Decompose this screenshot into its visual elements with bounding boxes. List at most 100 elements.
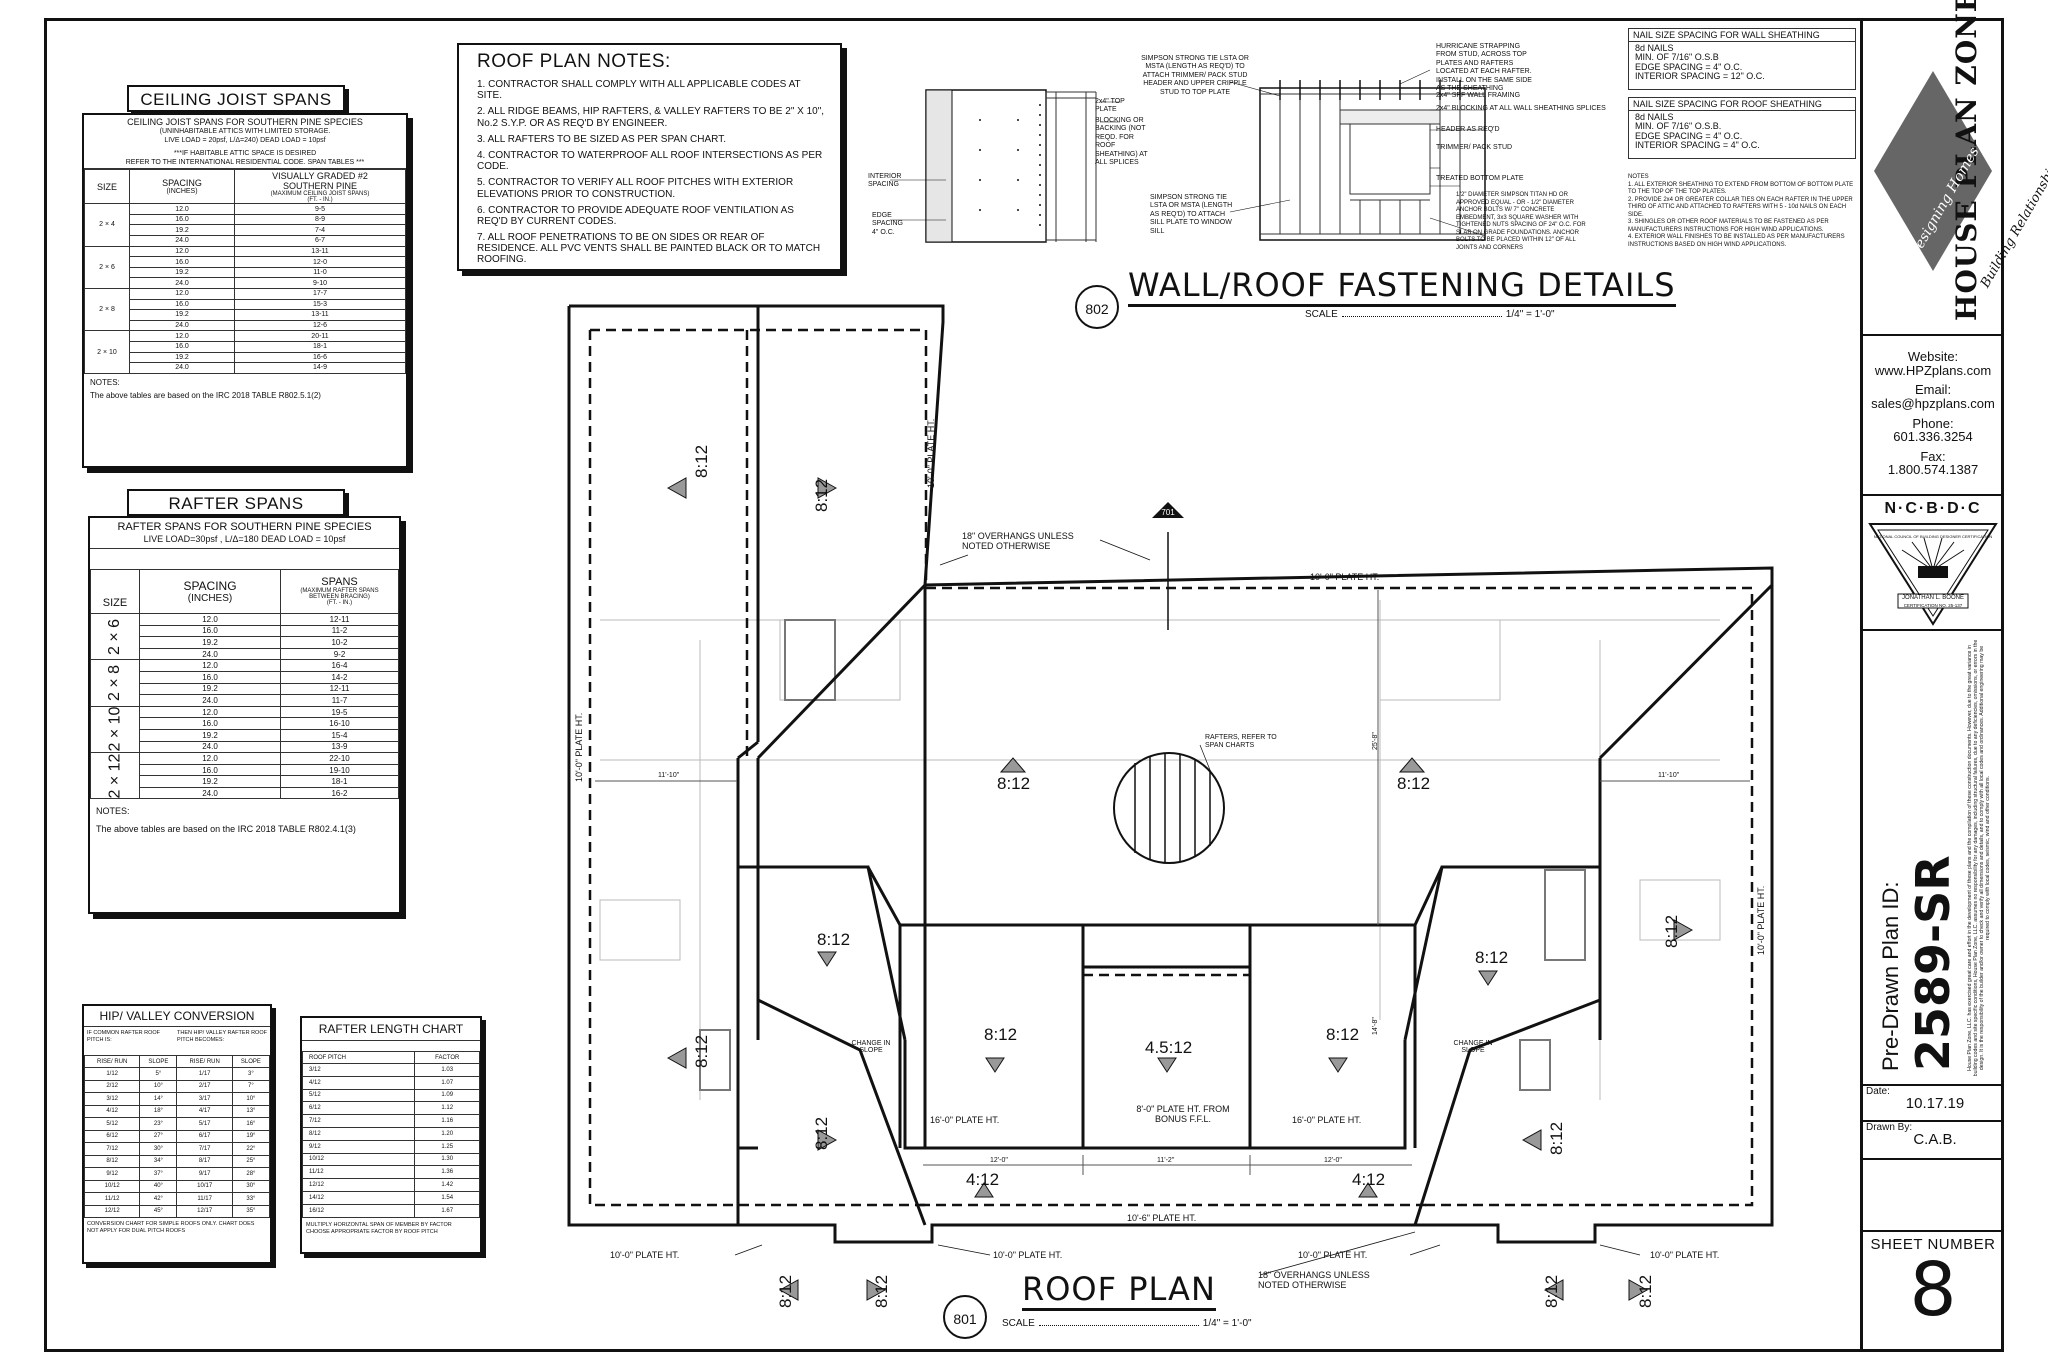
ceiling-joist-caption: CEILING JOIST SPANS	[127, 85, 345, 112]
pitch-label: 8:12	[1397, 774, 1431, 793]
roof-plan-scale-label: SCALE	[1002, 1318, 1035, 1329]
cj-header-4: ***IF HABITABLE ATTIC SPACE IS DESIRED	[173, 149, 317, 157]
cj-span: 18-1	[234, 340, 406, 353]
rs-col-spacing-sub: (INCHES)	[187, 592, 233, 604]
plate-height-label: 10'-0" PLATE HT.	[926, 418, 936, 488]
rs-col-spacing: SPACING	[183, 578, 237, 593]
cj-span: 16-6	[234, 351, 406, 364]
rs-span: 16-10	[280, 717, 399, 730]
bonus-plate-label: 8'-0" PLATE HT. FROM BONUS F.F.L.	[1136, 1104, 1230, 1125]
date-label: Date:	[1866, 1086, 1890, 1097]
ncbdc-full: NATIONAL COUNCIL OF BUILDING DESIGNER CE…	[1873, 534, 1993, 539]
rs-spacing: 24.0	[139, 694, 281, 707]
rs-span: 16-4	[280, 659, 399, 672]
rs-span: 12-11	[280, 613, 399, 626]
fastening-note: 2. PROVIDE 2x4 OR GREATER COLLAR TIES ON…	[1628, 196, 1853, 218]
cj-header-5: REFER TO THE INTERNATIONAL RESIDENTIAL C…	[125, 158, 365, 166]
fd-spf: 2x4" SPF WALL FRAMING	[1436, 92, 1521, 99]
cj-span: 13-11	[234, 309, 406, 321]
hip-valley-table: HIP/ VALLEY CONVERSION IF COMMON RAFTER …	[82, 1004, 272, 1264]
phone-label: Phone:	[1912, 415, 1954, 431]
fd-simpson2: SIMPSON STRONG TIE LSTA OR MSTA (LENGTH …	[1150, 194, 1233, 235]
fd-interior-spacing: INTERIOR SPACING	[868, 173, 902, 189]
roof-plan-notes: ROOF PLAN NOTES: 1. CONTRACTOR SHALL COM…	[457, 43, 842, 271]
cj-size: 2 × 6	[99, 263, 115, 271]
rs-span: 12-11	[280, 682, 399, 696]
hip-valley-caption: HIP/ VALLEY CONVERSION	[84, 1006, 270, 1027]
fd-simpson1: SIMPSON STRONG TIE LSTA OR MSTA (LENGTH …	[1141, 55, 1249, 96]
nail-wall-line: MIN. OF 7/16" O.S.B	[1635, 52, 1719, 63]
roof-note-item: 4. CONTRACTOR TO WATERPROOF ALL ROOF INT…	[477, 149, 823, 173]
rs-span: 16-2	[280, 786, 399, 800]
roof-notes-title: ROOF PLAN NOTES:	[477, 51, 671, 72]
rs-col-spans-sub: (MAXIMUM RAFTER SPANS	[300, 588, 379, 595]
change-in-slope-left: CHANGE IN SLOPE	[851, 1040, 891, 1054]
overhang-note-top: 18" OVERHANGS UNLESS NOTED OTHERWISE	[962, 531, 1074, 551]
rs-spacing: 16.0	[139, 670, 281, 684]
pitch-label: 8:12	[1662, 914, 1681, 948]
rs-span: 15-4	[280, 728, 399, 742]
hv-cell: 12/12	[83, 1204, 141, 1218]
overhang-note-bottom: 18" OVERHANGS UNLESS NOTED OTHERWISE	[1258, 1270, 1370, 1290]
email-link[interactable]: sales@hpzplans.com	[1871, 395, 1995, 411]
rs-notes-text: The above tables are based on the IRC 20…	[96, 823, 356, 834]
hv-cell: 6/12	[83, 1129, 141, 1143]
pitch-label: 8:12	[872, 1274, 891, 1308]
date-block: Date: 10.17.19	[1862, 1086, 2004, 1122]
roof-note-item: 3. ALL RAFTERS TO BE SIZED AS PER SPAN C…	[477, 133, 726, 145]
disclaimer: House Plan Zone, LLC. has exercised grea…	[1967, 639, 1991, 1077]
rs-col-spans: SPANS	[321, 576, 358, 589]
sheet-number: 8	[1909, 1247, 1957, 1333]
website-link[interactable]: www.HPZplans.com	[1874, 362, 1992, 378]
rs-spacing: 24.0	[139, 647, 281, 661]
fd-blocking2: 2x4" BLOCKING AT ALL WALL SHEATHING SPLI…	[1436, 105, 1606, 112]
rl-footer: MULTIPLY HORIZONTAL SPAN OF MEMBER BY FA…	[306, 1221, 452, 1235]
nail-wall-line: INTERIOR SPACING = 12" O.C.	[1635, 71, 1765, 82]
fastening-note: 4. EXTERIOR WALL FINISHES TO BE INSTALLE…	[1628, 234, 1845, 248]
hv-left-head: IF COMMON RAFTER ROOF PITCH IS:	[87, 1030, 161, 1044]
hv-c1: RISE/ RUN	[83, 1055, 141, 1068]
hv-c4: SLOPE	[231, 1055, 271, 1068]
dimension-label: 14'-8"	[1372, 1017, 1379, 1035]
plate-height-label: 10'-0" PLATE HT.	[1650, 1250, 1720, 1260]
pitch-label: 4.5:12	[1145, 1038, 1193, 1057]
pitch-label: 8:12	[812, 1116, 831, 1150]
rs-span: 18-1	[280, 775, 399, 788]
rafter-spans-table: RAFTER SPANS FOR SOUTHERN PINE SPECIES L…	[88, 516, 401, 914]
plate-height-label: 10'-0" PLATE HT.	[1310, 572, 1380, 582]
roof-note-item: 5. CONTRACTOR TO VERIFY ALL ROOF PITCHES…	[477, 177, 794, 200]
dimension-label: 11'-10"	[658, 772, 680, 779]
fd-blocking: BLOCKING OR BACKING (NOT REQD. FOR ROOF …	[1095, 117, 1148, 166]
cj-span: 9-10	[234, 277, 406, 289]
cj-col-spacing: SPACING	[162, 178, 202, 189]
rs-span: 9-2	[280, 647, 399, 661]
fax-number: 1.800.574.1387	[1887, 462, 1979, 478]
cj-notes-text: The above tables are based on the IRC 20…	[90, 390, 321, 400]
drawn-by-block: Drawn By: C.A.B.	[1862, 1122, 2004, 1160]
cj-span: 12-6	[234, 319, 406, 332]
nail-wall-title: NAIL SIZE SPACING FOR WALL SHEATHING	[1629, 29, 1855, 42]
pitch-label: 8:12	[984, 1025, 1018, 1044]
cj-size: 2 × 8	[99, 306, 115, 314]
cj-span: 20-11	[234, 330, 406, 342]
fastening-notes: NOTES 1. ALL EXTERIOR SHEATHING TO EXTEN…	[1628, 174, 1854, 249]
pitch-label: 8:12	[1326, 1025, 1360, 1044]
